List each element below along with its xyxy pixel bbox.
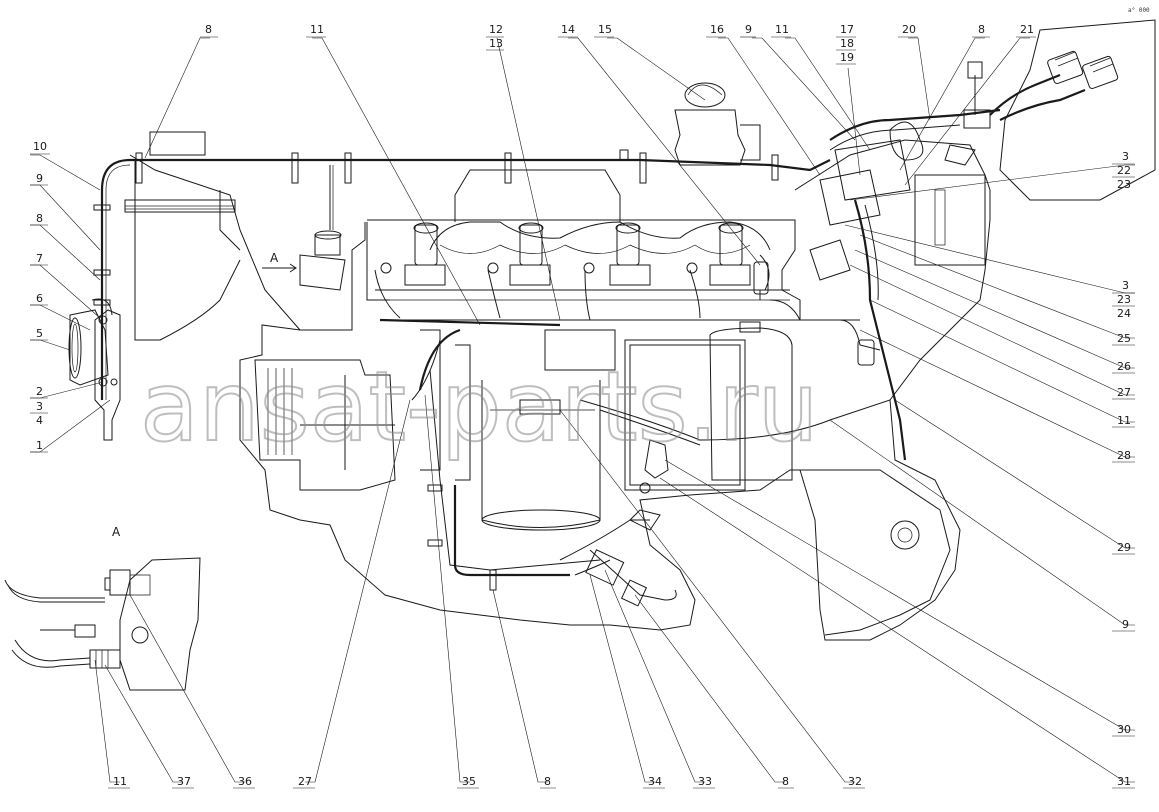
callout-8: 8 (978, 23, 985, 36)
harness-clips-left (93, 204, 111, 306)
callout-9: 9 (745, 23, 752, 36)
view-arrow-label: A (270, 251, 279, 265)
callout-36: 36 (238, 775, 252, 788)
callout-30: 30 (1117, 723, 1131, 736)
view-a-detail (4, 557, 201, 691)
callout-labels: 8 11 12 13 14 15 16 9 11 17 18 19 20 8 2… (30, 23, 1135, 789)
callout-7: 7 (36, 252, 43, 265)
engine-assembly (124, 19, 1156, 641)
callout-28: 28 (1117, 449, 1131, 462)
callout-10: 10 (33, 140, 47, 153)
callout-4: 4 (36, 414, 43, 427)
callout-32: 32 (848, 775, 862, 788)
callout-34: 34 (648, 775, 662, 788)
callout-8: 8 (36, 212, 43, 225)
watermark-text: ansat-parts.ru (140, 351, 819, 463)
callout-11: 11 (310, 23, 324, 36)
callout-22: 22 (1117, 164, 1131, 177)
callout-5: 5 (36, 327, 43, 340)
callout-9: 9 (1122, 618, 1129, 631)
callout-8: 8 (205, 23, 212, 36)
callout-3: 3 (1122, 279, 1129, 292)
callout-1: 1 (36, 439, 43, 452)
left-sensor-assembly (68, 298, 121, 441)
connectors-top-right (1047, 50, 1119, 90)
callout-2: 2 (36, 385, 43, 398)
callout-8: 8 (782, 775, 789, 788)
callout-14: 14 (561, 23, 575, 36)
callout-11: 11 (1117, 414, 1131, 427)
callout-3: 3 (1122, 150, 1129, 163)
callout-6: 6 (36, 292, 43, 305)
callout-21: 21 (1020, 23, 1034, 36)
wire-harness (93, 50, 1119, 607)
view-arrow (262, 263, 297, 273)
callout-15: 15 (598, 23, 612, 36)
callout-20: 20 (902, 23, 916, 36)
harness-clips-top (135, 149, 779, 184)
callout-19: 19 (840, 51, 854, 64)
callout-23: 23 (1117, 178, 1131, 191)
callout-16: 16 (710, 23, 724, 36)
callout-35: 35 (462, 775, 476, 788)
callout-3: 3 (36, 400, 43, 413)
callout-33: 33 (698, 775, 712, 788)
callout-12: 12 (489, 23, 503, 36)
callout-18: 18 (840, 37, 854, 50)
injector-row (380, 222, 751, 286)
callout-17: 17 (840, 23, 854, 36)
callout-8: 8 (544, 775, 551, 788)
callout-29: 29 (1117, 541, 1131, 554)
callout-37: 37 (177, 775, 191, 788)
vent-grille (267, 368, 293, 455)
callout-26: 26 (1117, 360, 1131, 373)
corner-mark: a° 000 (1128, 7, 1150, 14)
callout-25: 25 (1117, 332, 1131, 345)
callout-9: 9 (36, 172, 43, 185)
callout-24: 24 (1117, 307, 1131, 320)
callout-23: 23 (1117, 293, 1131, 306)
callout-13: 13 (489, 37, 503, 50)
callout-11: 11 (113, 775, 127, 788)
callout-27: 27 (298, 775, 312, 788)
callout-27: 27 (1117, 386, 1131, 399)
callout-11: 11 (775, 23, 789, 36)
view-a-title: A (112, 525, 121, 539)
callout-31: 31 (1117, 775, 1131, 788)
